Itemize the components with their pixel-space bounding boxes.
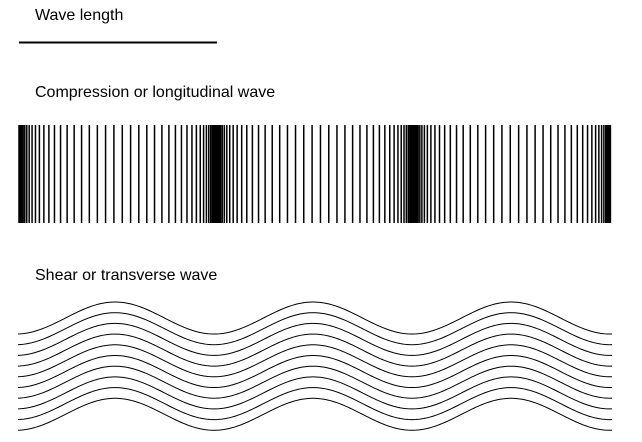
- shear-line: [17, 312, 613, 346]
- shear-line: [17, 322, 613, 356]
- shear-wave: [17, 301, 613, 431]
- compression-wave-label: Compression or longitudinal wave: [35, 84, 276, 101]
- wavelength-label: Wave length: [35, 7, 124, 24]
- shear-line: [17, 333, 613, 367]
- shear-line: [17, 365, 613, 399]
- compression-wave: [18, 125, 612, 223]
- shear-line: [17, 376, 613, 410]
- shear-line: [17, 344, 613, 378]
- shear-line: [17, 355, 613, 389]
- shear-line: [17, 387, 613, 421]
- shear-line: [17, 301, 613, 335]
- shear-wave-label: Shear or transverse wave: [35, 267, 218, 284]
- shear-line: [17, 397, 613, 431]
